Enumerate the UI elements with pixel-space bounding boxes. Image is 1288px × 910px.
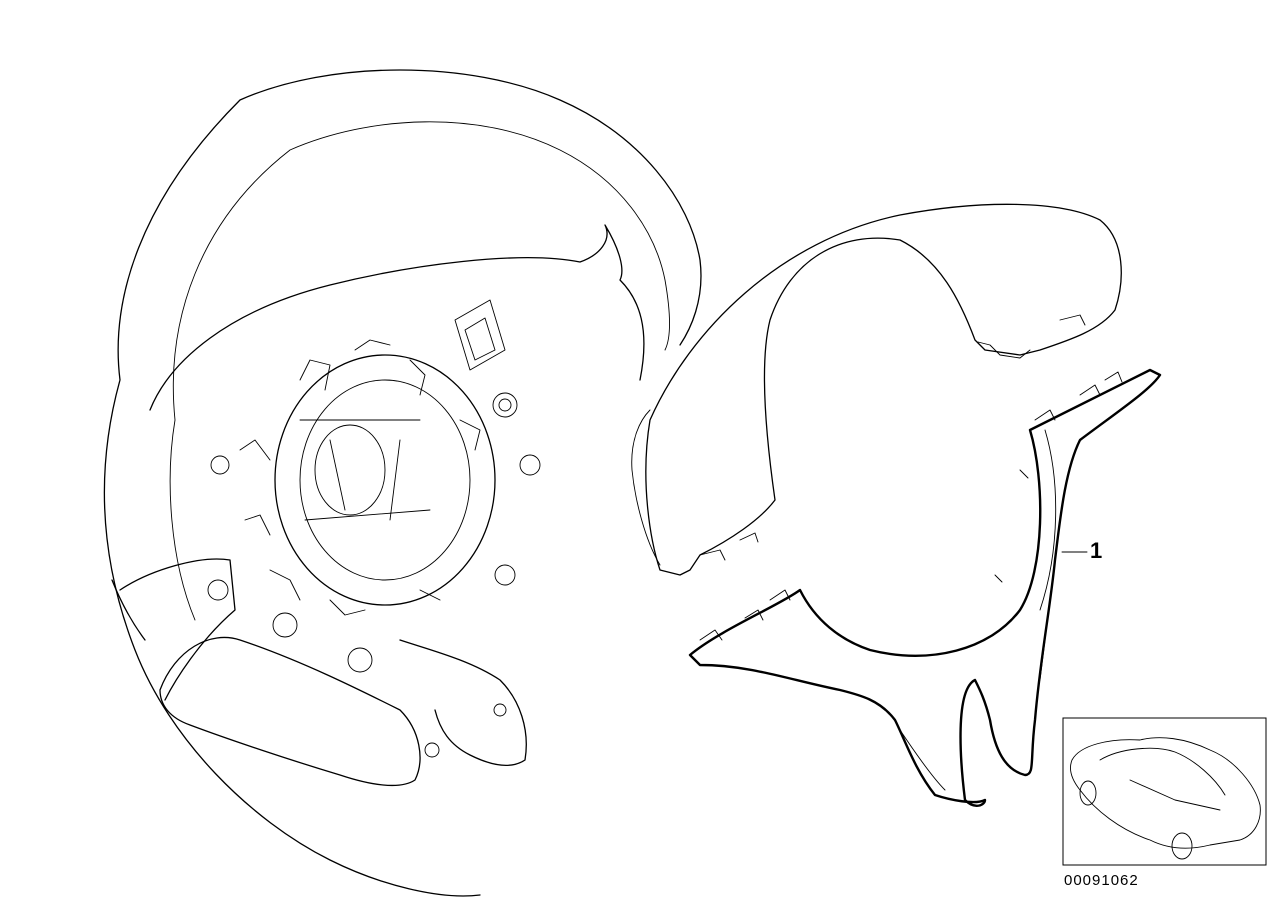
wheel-rim-inner	[169, 121, 670, 621]
part-1-trim	[688, 368, 1162, 807]
bolt-hole	[207, 579, 229, 601]
cover-outline	[645, 203, 1122, 576]
car-wheel-front	[1079, 780, 1097, 806]
bolt-hole	[492, 392, 518, 418]
hub-bracket	[454, 299, 506, 371]
car-body	[1069, 737, 1261, 849]
hub-details	[239, 339, 481, 616]
hub-ring-outer	[274, 354, 496, 606]
bolt-hole	[493, 703, 507, 717]
bolt-hole	[519, 454, 541, 476]
wheel-rim-outer	[103, 69, 702, 897]
bolt-hole	[494, 564, 516, 586]
bolt-hole	[347, 647, 373, 673]
hub-center	[314, 424, 386, 516]
bolt-hole	[424, 742, 440, 758]
bolt-hole	[272, 612, 298, 638]
wheel-left-spoke	[111, 558, 236, 701]
document-id: 00091062	[1064, 872, 1139, 889]
hub-ring-inner	[299, 379, 471, 581]
wheel-lower-pad	[159, 636, 421, 787]
trim-tabs	[699, 371, 1123, 641]
cover-inner-edge	[631, 409, 661, 566]
steering-wheel	[103, 69, 702, 897]
callout-label-1: 1	[1090, 538, 1103, 563]
bolt-hole	[498, 398, 512, 412]
car-roof	[1099, 747, 1226, 811]
steering-cover	[631, 203, 1122, 576]
cover-clips	[699, 314, 1086, 561]
trim-inner	[899, 429, 1057, 791]
wheel-right-spoke	[399, 639, 527, 767]
wheel-upper-hub	[149, 224, 645, 411]
bolt-hole	[210, 455, 230, 475]
vehicle-thumbnail	[1062, 717, 1267, 866]
car-wheel-rear	[1171, 832, 1193, 860]
